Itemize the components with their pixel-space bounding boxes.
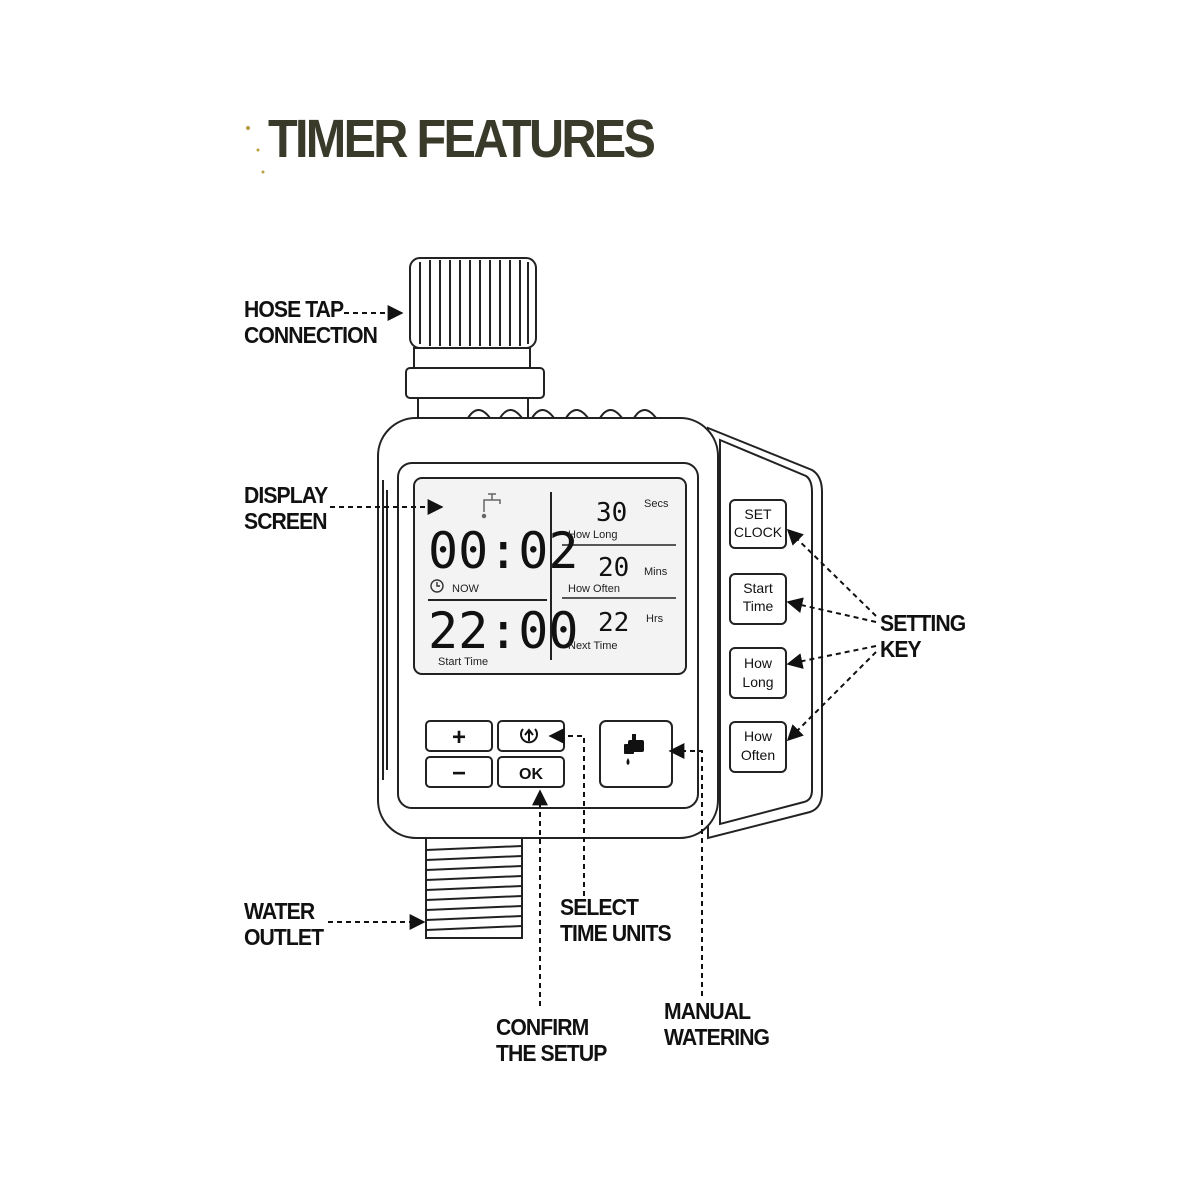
confirm-setup-label-line1: CONFIRM [496,1014,589,1040]
manual-watering-label: MANUAL WATERING [664,998,770,1050]
select-time-units-label-line2: TIME UNITS [560,920,672,946]
water-outlet-connector [425,837,523,939]
svg-text:How: How [744,655,773,671]
svg-text:Often: Often [741,747,775,763]
display-screen-label-line2: SCREEN [244,508,328,534]
start-time-button[interactable]: Start Time [729,573,787,625]
svg-text:How: How [744,728,773,744]
hose-tap-label-line1: HOSE TAP [244,296,344,322]
start-time-arrow [786,597,877,623]
display-screen-label-line1: DISPLAY [244,482,328,508]
how-long-button[interactable]: How Long [729,647,787,699]
svg-text:−: − [452,760,466,787]
confirm-setup-label-line2: THE SETUP [496,1040,607,1066]
hose-tap-connector [405,257,545,419]
callout-lines [328,305,877,1006]
now-label: NOW [452,583,480,595]
cycle-arrow-icon [520,728,538,744]
minus-button[interactable]: − [425,756,493,788]
select-units-arrow [548,728,585,896]
water-outlet-label-line1: WATER [244,898,315,924]
faucet-drop-icon [624,734,644,765]
how-long-arrow [786,645,877,669]
how-often-value: 20 [598,553,629,583]
next-time-unit: Hrs [646,613,664,625]
svg-text:Long: Long [742,674,773,690]
svg-text:CLOCK: CLOCK [734,524,783,540]
how-often-label: How Often [568,583,620,595]
how-long-label: How Long [568,529,618,541]
water-outlet-label-line2: OUTLET [244,924,324,950]
page-title: TIMER FEATURES [268,109,656,169]
display-screen-label: DISPLAY SCREEN [244,482,328,534]
water-outlet-label: WATER OUTLET [244,898,324,950]
clock-icon [430,579,444,593]
manual-watering-label-line1: MANUAL [664,998,751,1024]
hose-tap-label-line2: CONNECTION [244,322,378,348]
svg-text:SET: SET [744,506,772,522]
display-screen: 00:02 NOW 22:00 Start Time 30 Secs How L… [413,477,687,675]
how-often-unit: Mins [644,566,668,578]
title-sparkles [246,126,265,174]
set-clock-button[interactable]: SET CLOCK [729,499,787,549]
select-units-button[interactable] [497,720,565,752]
select-time-units-label: SELECT TIME UNITS [560,894,672,946]
how-often-button[interactable]: How Often [729,721,787,773]
manual-watering-button[interactable] [599,720,673,788]
how-long-value: 30 [596,498,627,528]
how-often-arrow [786,651,877,742]
plus-button[interactable]: + [425,720,493,752]
svg-text:OK: OK [519,766,543,783]
hose-tap-label: HOSE TAP CONNECTION [244,296,378,348]
next-time-label: Next Time [568,640,618,652]
next-time-value: 22 [598,608,629,638]
set-clock-arrow [786,528,877,617]
svg-text:+: + [452,724,466,751]
setting-key-label-line1: SETTING [880,610,966,636]
svg-text:Time: Time [743,598,774,614]
start-time-value: 22:00 [428,602,579,660]
select-time-units-label-line1: SELECT [560,894,639,920]
svg-text:Start: Start [743,580,773,596]
manual-watering-label-line2: WATERING [664,1024,770,1050]
faucet-icon [481,493,501,519]
manual-watering-arrow [668,743,703,996]
ok-button[interactable]: OK [497,756,565,788]
start-time-label: Start Time [438,656,488,668]
confirm-setup-label: CONFIRM THE SETUP [496,1014,607,1066]
setting-key-label: SETTING KEY [880,610,966,662]
setting-key-label-line2: KEY [880,636,922,662]
now-time: 00:02 [428,522,579,580]
how-long-unit: Secs [644,498,669,510]
